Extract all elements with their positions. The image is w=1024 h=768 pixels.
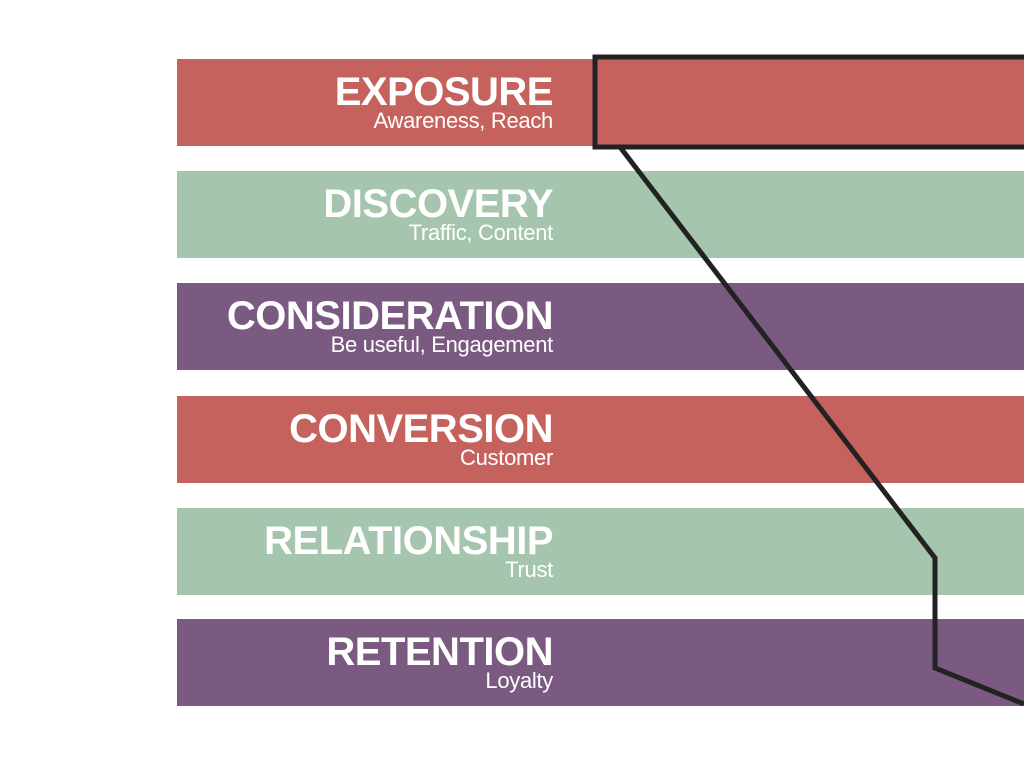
stage-subtitle: Awareness, Reach xyxy=(373,107,554,133)
stage-title: RETENTION xyxy=(326,629,553,674)
stage-band-exposure: EXPOSURE Awareness, Reach xyxy=(177,59,1024,146)
stage-title: CONVERSION xyxy=(289,406,553,451)
stage-subtitle: Traffic, Content xyxy=(408,219,554,245)
stage-subtitle: Be useful, Engagement xyxy=(330,331,554,357)
stage-label: RETENTION Loyalty xyxy=(326,619,553,706)
stage-subtitle: Trust xyxy=(505,556,553,582)
stage-band-relationship: RELATIONSHIP Trust xyxy=(177,508,1024,595)
stage-band-conversion: CONVERSION Customer xyxy=(177,396,1024,483)
stage-subtitle: Loyalty xyxy=(485,667,553,693)
stage-title: CONSIDERATION xyxy=(226,293,554,338)
stage-subtitle: Customer xyxy=(460,444,553,470)
funnel-outline-path xyxy=(592,54,1024,707)
stage-label: DISCOVERY Traffic, Content xyxy=(323,171,553,258)
stage-band-consideration: CONSIDERATION Be useful, Engagement xyxy=(177,283,1024,370)
stage-label: CONVERSION Customer xyxy=(289,396,553,483)
stage-band-retention: RETENTION Loyalty xyxy=(177,619,1024,706)
stage-title: DISCOVERY xyxy=(323,181,553,226)
stage-label: EXPOSURE Awareness, Reach xyxy=(334,59,554,146)
stage-label: CONSIDERATION Be useful, Engagement xyxy=(226,283,554,370)
stage-title: EXPOSURE xyxy=(334,69,554,114)
stage-label: RELATIONSHIP Trust xyxy=(264,508,553,595)
stage-title: RELATIONSHIP xyxy=(264,518,553,563)
stage-band-discovery: DISCOVERY Traffic, Content xyxy=(177,171,1024,258)
